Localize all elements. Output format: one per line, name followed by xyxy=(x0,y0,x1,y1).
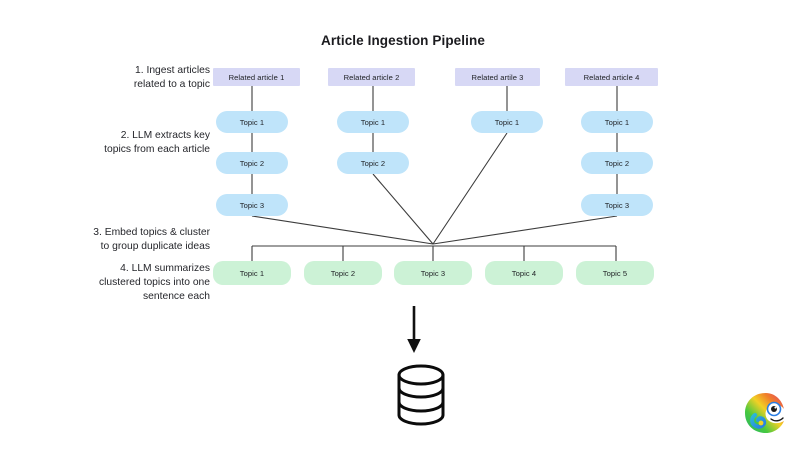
article-node[interactable]: Related article 2 xyxy=(328,68,415,86)
cluster-node[interactable]: Topic 5 xyxy=(576,261,654,285)
cluster-node[interactable]: Topic 1 xyxy=(213,261,291,285)
cluster-node[interactable]: Topic 2 xyxy=(304,261,382,285)
topic-node[interactable]: Topic 2 xyxy=(581,152,653,174)
step-label-3: 3. Embed topics & cluster to group dupli… xyxy=(93,227,210,252)
article-node[interactable]: Related artile 3 xyxy=(455,68,540,86)
step-label-2: 2. LLM extracts key topics from each art… xyxy=(104,130,210,155)
step-label-4: 4. LLM summarizes clustered topics into … xyxy=(98,263,210,302)
edge-c4-topic3-hub xyxy=(432,215,618,245)
cluster-node[interactable]: Topic 3 xyxy=(394,261,472,285)
down-arrow-icon xyxy=(407,306,421,353)
topic-node[interactable]: Topic 1 xyxy=(216,111,288,133)
edge-c2-topic2-hub xyxy=(372,173,434,245)
chameleon-logo xyxy=(742,389,790,437)
topic-node[interactable]: Topic 2 xyxy=(337,152,409,174)
topic-node[interactable]: Topic 1 xyxy=(581,111,653,133)
article-node[interactable]: Related article 4 xyxy=(565,68,658,86)
article-node[interactable]: Related article 1 xyxy=(213,68,300,86)
database-icon xyxy=(397,364,445,426)
step-label-1: 1. Ingest articles related to a topic xyxy=(133,65,210,90)
topic-node[interactable]: Topic 3 xyxy=(581,194,653,216)
topic-node[interactable]: Topic 1 xyxy=(337,111,409,133)
edge-c1-topic3-hub xyxy=(251,215,434,245)
topic-node[interactable]: Topic 3 xyxy=(216,194,288,216)
cluster-node[interactable]: Topic 4 xyxy=(485,261,563,285)
topic-node[interactable]: Topic 2 xyxy=(216,152,288,174)
topic-node[interactable]: Topic 1 xyxy=(471,111,543,133)
page-title: Article Ingestion Pipeline xyxy=(321,33,485,48)
edge-c3-topic1-hub xyxy=(432,132,508,245)
